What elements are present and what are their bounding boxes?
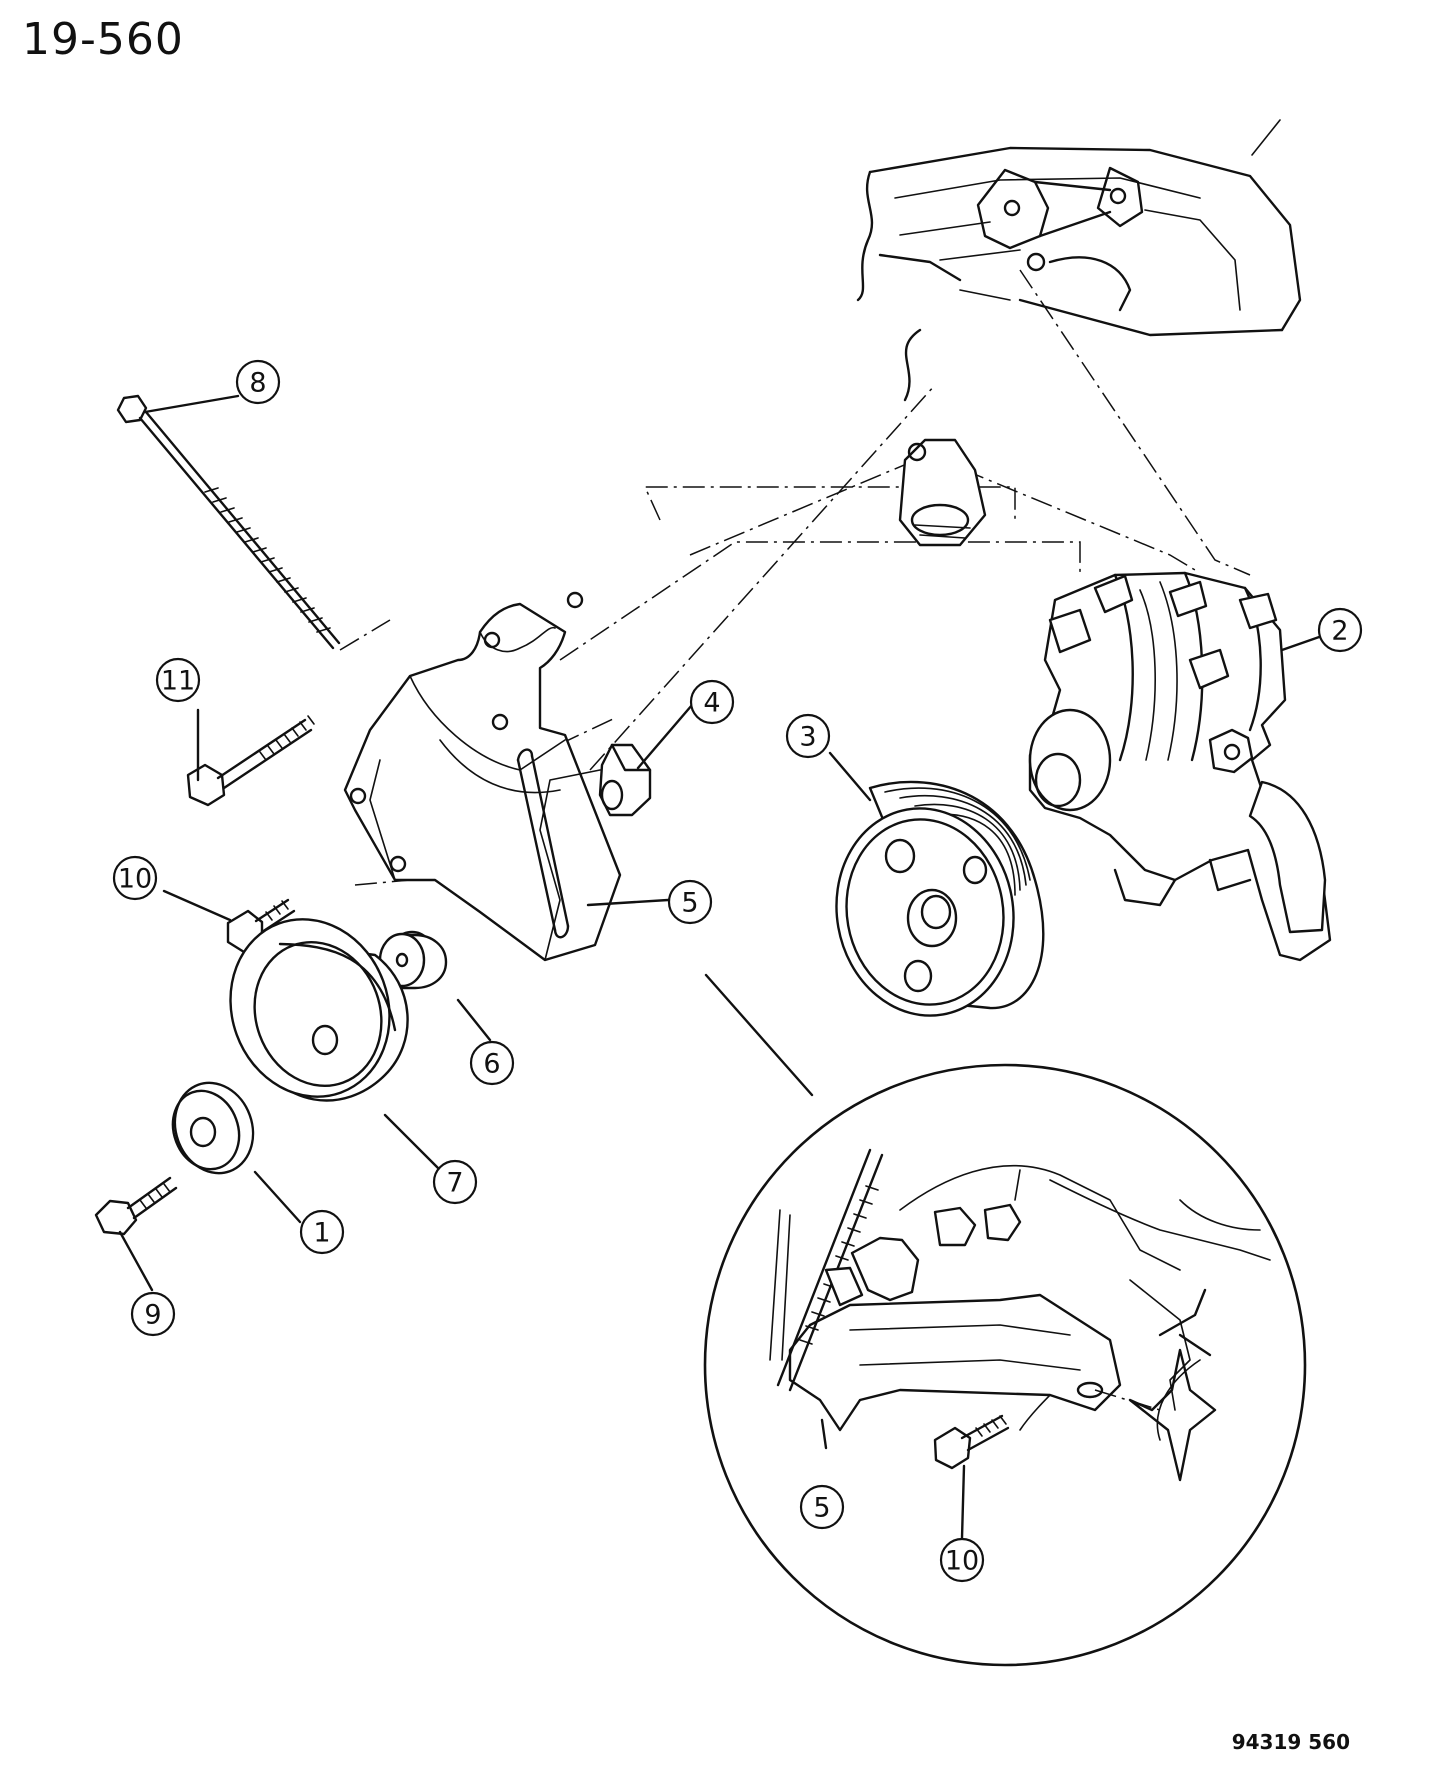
bolt-9: [94, 1176, 178, 1236]
engine-block: [856, 119, 1302, 402]
callout-circle: [1317, 607, 1363, 653]
callout-circle: [667, 879, 713, 925]
callout-label: 4: [703, 688, 720, 719]
callout-leaders: [118, 394, 1324, 1292]
callout-circle: [939, 1537, 985, 1583]
callout-label: 11: [161, 666, 195, 697]
callout-circle: [469, 1040, 515, 1086]
mounting-bracket-5: [343, 591, 622, 962]
idler-pulley-7: [229, 918, 409, 1102]
callout-circle: [299, 1209, 345, 1255]
washer-6: [378, 930, 448, 990]
callout-8: 8: [235, 359, 281, 405]
callout-2: 2: [1317, 607, 1363, 653]
pump-pulley-3: [835, 780, 1045, 1017]
callout-7: 7: [432, 1159, 478, 1205]
detail-view: [703, 1063, 1307, 1667]
callout-11: 11: [155, 657, 201, 703]
callout-label: 8: [249, 368, 266, 399]
callout-label: 10: [118, 864, 152, 895]
page-number: 19-560: [22, 14, 184, 65]
callout-6: 6: [469, 1040, 515, 1086]
callout-5-main: 5: [667, 879, 713, 925]
callout-label: 2: [1331, 616, 1348, 647]
callout-circle: [799, 1484, 845, 1530]
callout-circle: [235, 359, 281, 405]
spacer-4: [598, 743, 652, 817]
callout-5-detail: 5: [799, 1484, 845, 1530]
callout-circle: [130, 1291, 176, 1337]
callout-label: 1: [313, 1218, 330, 1249]
callout-1: 1: [299, 1209, 345, 1255]
callout-label: 5: [813, 1493, 830, 1524]
callout-label: 7: [446, 1168, 463, 1199]
callout-circle: [155, 657, 201, 703]
callout-10-upper: 10: [112, 855, 158, 901]
detail-leader-line: [704, 973, 814, 1097]
washer-1: [171, 1081, 255, 1175]
callout-label: 5: [681, 888, 698, 919]
callout-label: 9: [144, 1300, 161, 1331]
callout-3: 3: [785, 713, 831, 759]
callout-label: 6: [483, 1049, 500, 1080]
callout-4: 4: [689, 679, 735, 725]
callout-circle: [785, 713, 831, 759]
power-steering-pump-2: [1028, 571, 1332, 962]
callout-10-detail: 10: [939, 1537, 985, 1583]
callout-label: 10: [945, 1546, 979, 1577]
callout-circle: [689, 679, 735, 725]
callout-label: 3: [799, 722, 816, 753]
bolt-11: [186, 715, 315, 807]
long-bolt-8: [116, 394, 341, 650]
callout-circle: [112, 855, 158, 901]
drawing-code: 94319 560: [1231, 1730, 1350, 1754]
callout-9: 9: [130, 1291, 176, 1337]
pump-mount-upper: [898, 438, 987, 547]
callout-circle: [432, 1159, 478, 1205]
